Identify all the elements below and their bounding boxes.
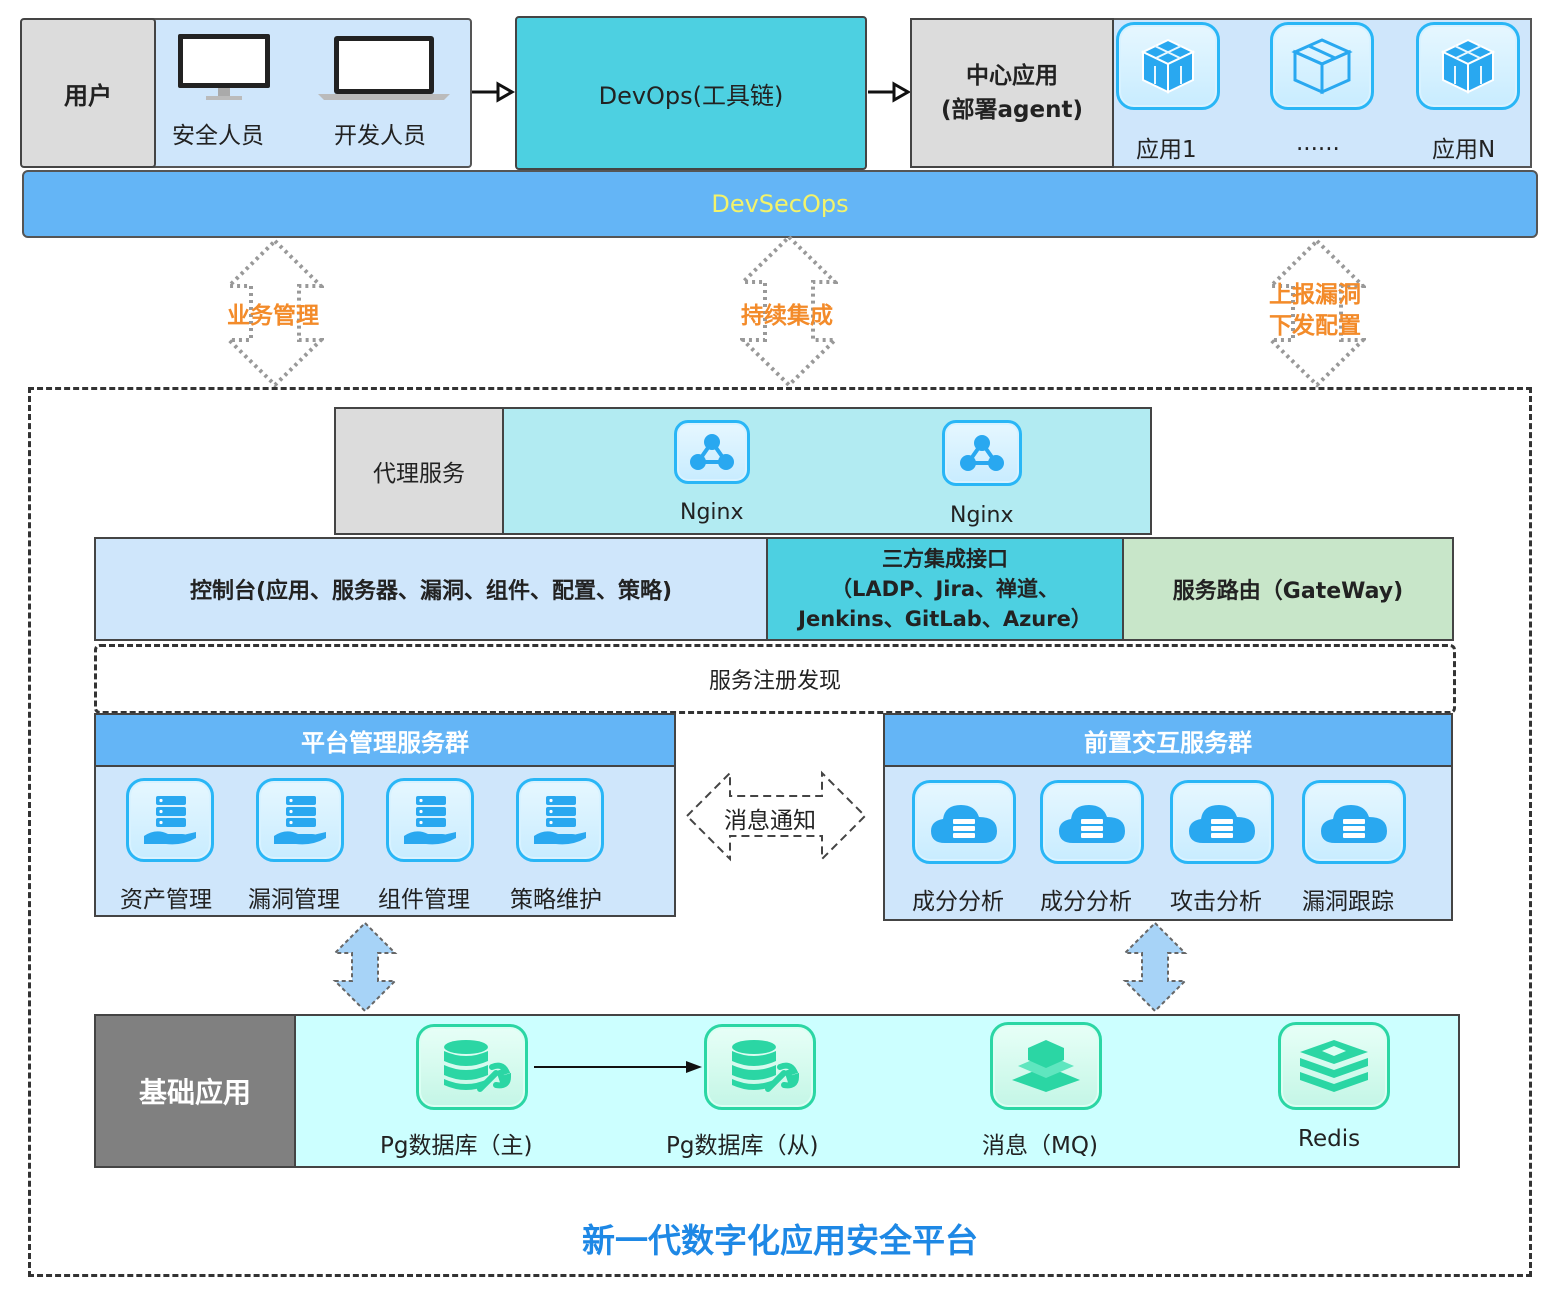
cube-icon (1116, 22, 1220, 110)
third-party-box: 三方集成接口 （LADP、Jira、禅道、 Jenkins、GitLab、Azu… (766, 537, 1124, 641)
message-notify-label: 消息通知 (724, 808, 816, 834)
box-outline-icon (1270, 22, 1374, 110)
mgmt-item-label: 组件管理 (378, 887, 470, 913)
platform-container (28, 387, 1532, 1277)
base-item-label: 消息（MQ) (982, 1133, 1098, 1159)
third-party-line2: （LADP、Jira、禅道、 (831, 577, 1059, 601)
arrow-user-to-devops (472, 81, 516, 103)
gateway-box: 服务路由（GateWay) (1122, 537, 1454, 641)
continuous-integration-label: 持续集成 (741, 303, 833, 329)
user-label: 用户 (20, 18, 156, 168)
server-hand-icon (256, 778, 344, 862)
server-hand-icon (516, 778, 604, 862)
nginx2-label: Nginx (950, 503, 1014, 528)
center-app-line1: 中心应用 (966, 63, 1058, 89)
console-box: 控制台(应用、服务器、漏洞、组件、配置、策略) (94, 537, 768, 641)
message-queue-icon (990, 1022, 1102, 1110)
monitor-icon (178, 34, 270, 100)
business-mgmt-label: 业务管理 (227, 303, 319, 329)
third-party-line3: Jenkins、GitLab、Azure） (798, 607, 1092, 631)
front-item-label: 成分分析 (912, 889, 1004, 915)
developers-label: 开发人员 (334, 123, 426, 149)
server-hand-icon (126, 778, 214, 862)
network-icon (674, 420, 750, 484)
base-item-label: Redis (1298, 1126, 1361, 1152)
double-arrow-ci (740, 234, 838, 388)
app1-label: 应用1 (1136, 137, 1197, 163)
base-item-label: Pg数据库（从) (666, 1133, 819, 1159)
base-item-label: Pg数据库（主) (380, 1133, 533, 1159)
cloud-server-icon (1040, 780, 1144, 864)
redis-stack-icon (1278, 1022, 1390, 1110)
report-line2: 下发配置 (1269, 313, 1361, 339)
front-item-label: 攻击分析 (1170, 889, 1262, 915)
appN-label: 应用N (1432, 137, 1496, 163)
database-wrench-icon (416, 1024, 528, 1110)
security-staff-label: 安全人员 (172, 123, 264, 149)
front-group-title: 前置交互服务群 (883, 713, 1453, 767)
cloud-server-icon (1302, 780, 1406, 864)
double-arrow-business (226, 238, 324, 388)
arrow-devops-to-center (868, 81, 912, 103)
base-apps-title: 基础应用 (94, 1014, 296, 1168)
mgmt-group-title: 平台管理服务群 (94, 713, 676, 767)
network-icon (942, 420, 1022, 486)
center-app-line2: (部署agent) (941, 97, 1083, 123)
ellipsis-label: ...... (1296, 130, 1340, 156)
center-app-label: 中心应用 (部署agent) (910, 18, 1114, 168)
double-arrow-mgmt-base (332, 921, 398, 1013)
devops-label: DevOps(工具链) (598, 81, 784, 110)
mgmt-item-label: 资产管理 (120, 887, 212, 913)
front-item-label: 漏洞跟踪 (1302, 889, 1394, 915)
devops-toolchain: DevOps(工具链) (515, 16, 867, 170)
double-arrow-report (1268, 238, 1366, 388)
laptop-icon (318, 36, 450, 100)
devsecops-bar: DevSecOps (22, 170, 1538, 238)
devsecops-label: DevSecOps (711, 190, 849, 218)
mgmt-item-label: 漏洞管理 (248, 887, 340, 913)
server-hand-icon (386, 778, 474, 862)
double-arrow-front-base (1122, 921, 1188, 1013)
mgmt-item-label: 策略维护 (510, 887, 602, 913)
nginx1-label: Nginx (680, 500, 744, 525)
service-discovery-box: 服务注册发现 (94, 644, 1456, 714)
report-line1: 上报漏洞 (1269, 282, 1361, 308)
front-item-label: 成分分析 (1040, 889, 1132, 915)
third-party-line1: 三方集成接口 (882, 547, 1008, 571)
platform-title: 新一代数字化应用安全平台 (582, 1221, 978, 1260)
cube-icon (1416, 22, 1520, 110)
report-config-label: 上报漏洞 下发配置 (1269, 280, 1361, 342)
database-wrench-icon (704, 1024, 816, 1110)
cloud-server-icon (1170, 780, 1274, 864)
proxy-service-label: 代理服务 (334, 407, 504, 535)
double-arrow-message (685, 770, 867, 862)
arrow-replication (534, 1061, 702, 1073)
cloud-server-icon (912, 780, 1016, 864)
